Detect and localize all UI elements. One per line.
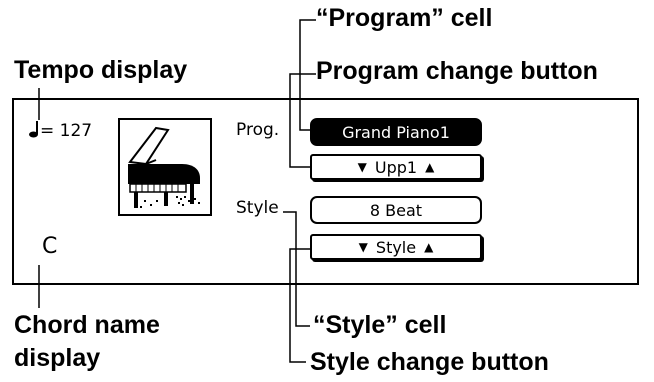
program-name: Grand Piano1 (342, 122, 450, 142)
chord-name-display: C (42, 234, 58, 259)
style-button-label: Style (375, 237, 417, 257)
lcd-screen: = 127 (12, 98, 639, 285)
tempo-display-callout: Tempo display (14, 56, 188, 84)
style-cell[interactable]: 8 Beat (310, 196, 482, 224)
style-change-button-callout: Style change button (310, 348, 549, 376)
chord-name-display-callout-line2: display (14, 344, 101, 372)
style-change-button[interactable]: ▼ Style ▲ (310, 234, 482, 260)
style-label: Style (236, 198, 279, 218)
triangle-down-icon[interactable]: ▼ (358, 240, 368, 254)
grand-piano-icon (118, 118, 212, 216)
triangle-up-icon[interactable]: ▲ (424, 240, 434, 254)
prog-label: Prog. (236, 120, 280, 140)
tempo-value: = 127 (40, 121, 93, 141)
program-change-button[interactable]: ▼ Upp1 ▲ (310, 154, 482, 180)
program-button-label: Upp1 (374, 157, 418, 177)
triangle-up-icon[interactable]: ▲ (425, 160, 435, 174)
program-change-button-callout: Program change button (316, 57, 598, 85)
quarter-note-icon (29, 121, 38, 138)
style-name: 8 Beat (369, 200, 423, 220)
style-cell-callout: “Style” cell (313, 311, 447, 339)
program-cell-callout: “Program” cell (316, 4, 493, 32)
program-cell[interactable]: Grand Piano1 (310, 118, 482, 146)
triangle-down-icon[interactable]: ▼ (357, 160, 367, 174)
tempo-display: = 127 (28, 120, 92, 140)
chord-name-display-callout-line1: Chord name (14, 311, 160, 339)
